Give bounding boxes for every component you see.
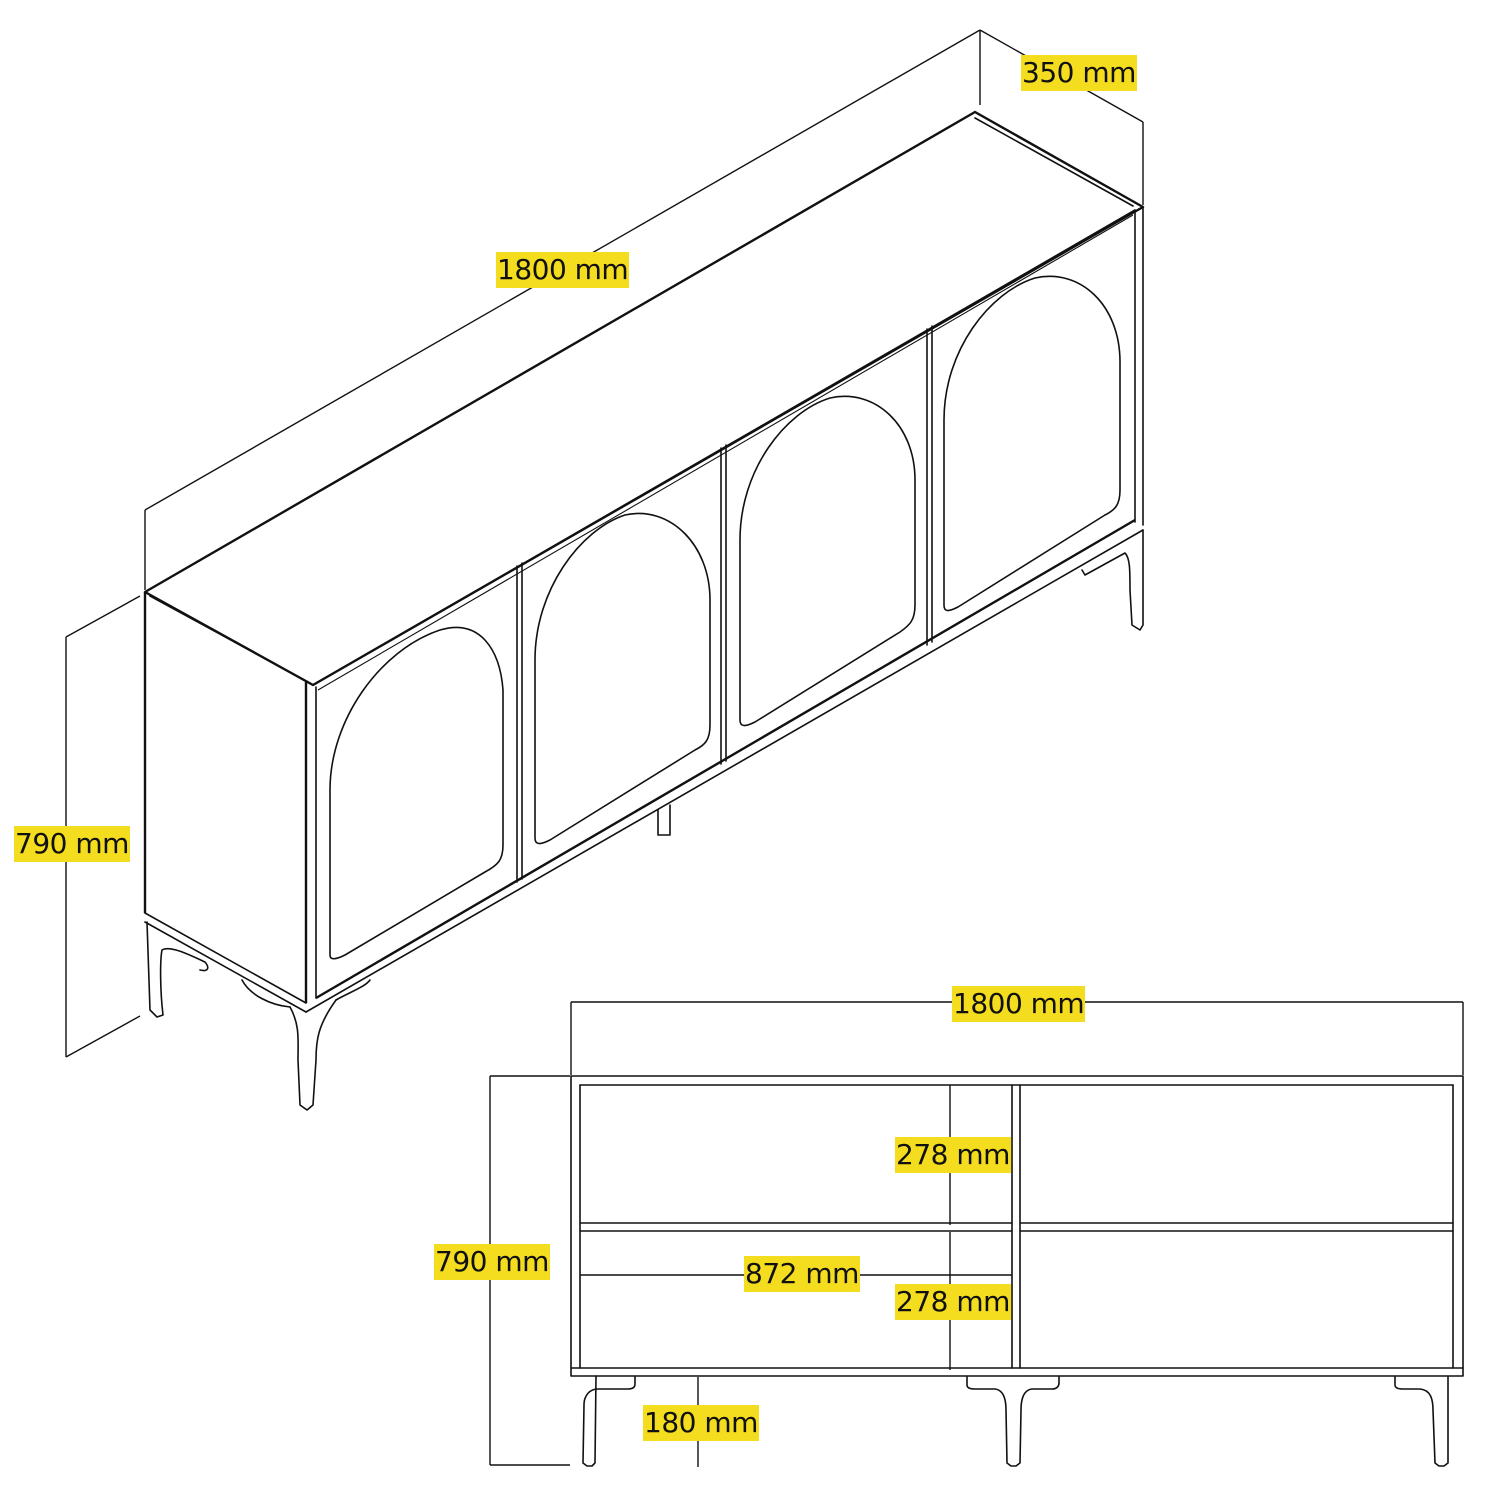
front-view [489,1001,1464,1467]
iso-right-end [1134,206,1144,526]
iso-legs [146,529,1144,1111]
front-width-label: 1800 mm [952,986,1086,1022]
front-dimension-lines [489,1001,1464,1467]
iso-left-side [143,592,317,1013]
front-height-label: 790 mm [434,1244,550,1280]
iso-height-label: 790 mm [14,826,130,862]
door-4-arch [943,275,1121,612]
shelf-lower-label: 278 mm [895,1284,1011,1320]
iso-doors [329,275,1121,960]
door-3-arch [739,395,916,727]
shelf-upper-label: 278 mm [895,1137,1011,1173]
iso-width-label: 1800 mm [496,252,630,288]
front-legs [582,1375,1449,1467]
front-carcass [570,1075,1464,1377]
iso-depth-label: 350 mm [1021,55,1137,91]
door-1-arch [329,626,504,960]
iso-plinth [305,518,1144,1013]
isometric-view [65,29,1145,1111]
door-2-arch [534,512,711,845]
compartment-width-label: 872 mm [744,1256,860,1292]
leg-height-label: 180 mm [643,1405,759,1441]
